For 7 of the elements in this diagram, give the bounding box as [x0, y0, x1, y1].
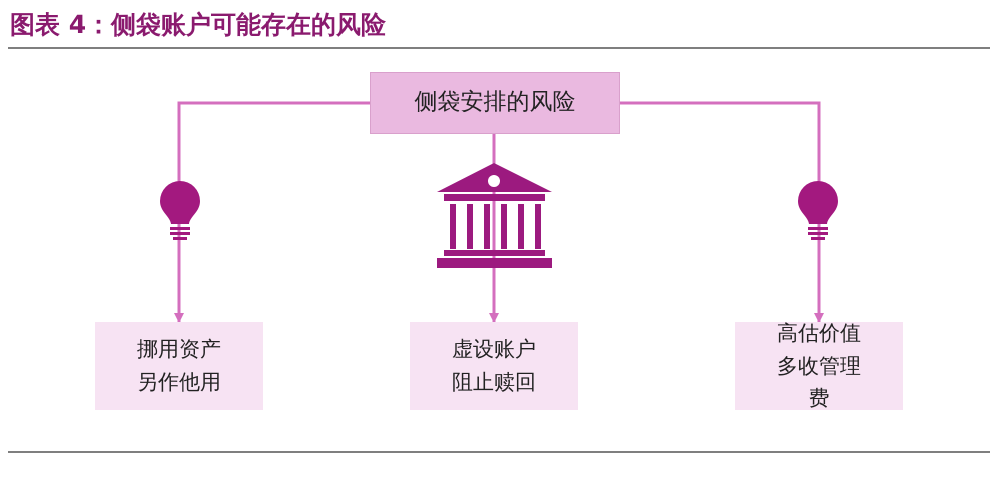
arrow	[620, 102, 824, 323]
risk-box: 挪用资产另作他用	[95, 322, 263, 410]
title: 图表 4：侧袋账户可能存在的风险	[10, 9, 386, 41]
heading-box: 侧袋安排的风险	[370, 72, 620, 134]
risk-box: 高估价值多收管理费	[735, 322, 903, 410]
arrow	[174, 102, 370, 323]
risk-box: 虚设账户阻止赎回	[410, 322, 578, 410]
